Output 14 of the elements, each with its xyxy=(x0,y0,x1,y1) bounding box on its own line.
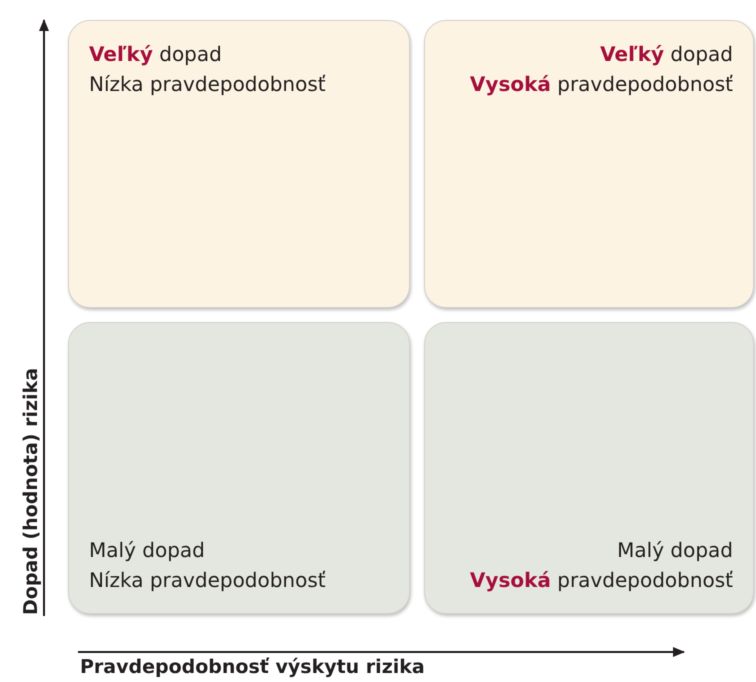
axis-title: Dopad (hodnota) rizika xyxy=(20,368,42,615)
probability-text: Vysoká pravdepodobnosť xyxy=(468,71,733,98)
quadrant-card xyxy=(424,20,754,308)
impact-text: Malý dopad xyxy=(89,537,206,564)
probability-text: Nízka pravdepodobnosť xyxy=(89,71,327,98)
impact-text: Veľký dopad xyxy=(89,41,223,68)
quadrant-card xyxy=(68,322,410,614)
impact-text: Malý dopad xyxy=(616,537,733,564)
quadrant-card xyxy=(424,322,754,614)
quadrant-card xyxy=(68,20,410,308)
impact-text: Veľký dopad xyxy=(599,41,733,68)
axis-title: Pravdepodobnosť výskytu rizika xyxy=(80,656,425,678)
probability-text: Nízka pravdepodobnosť xyxy=(89,567,327,594)
probability-text: Vysoká pravdepodobnosť xyxy=(468,567,733,594)
